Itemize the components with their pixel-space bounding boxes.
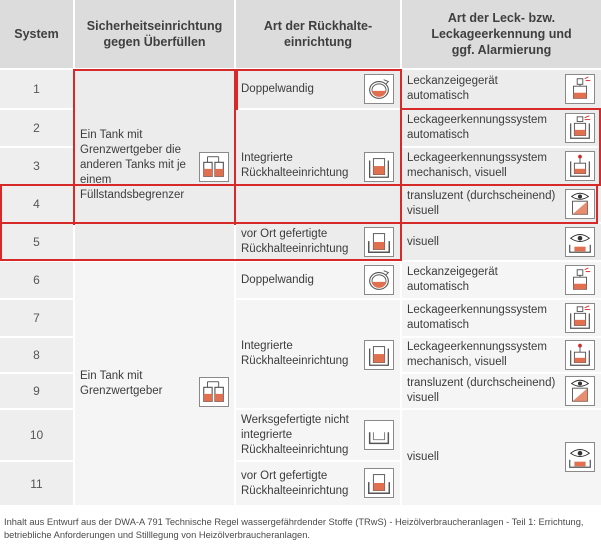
system-cell: 11 [0,462,73,505]
safety-text: Ein Tank mit Grenzwertgeber [80,369,163,397]
header-system-label: System [14,27,59,41]
retention-text: Doppelwandig [241,273,314,286]
system-cell: 8 [0,338,73,372]
footnote: Inhalt aus Entwurf aus der DWA-A 791 Tec… [4,517,584,540]
site-built-tray-icon [364,468,394,498]
system-number: 10 [29,428,44,442]
leak-text: Leckanzeigegerät automatisch [407,266,498,293]
system-cell: 4 [0,186,73,222]
retention-text: Doppelwandig [241,82,314,95]
empty-tray-icon [364,420,394,450]
leak-sensor-icon [565,74,595,104]
eye-translucent-icon [565,376,595,406]
retention-text: Integrierte Rückhalteeinrichtung [241,152,349,179]
leak-text: Leckageerkennungssystem mechanisch, visu… [407,341,547,368]
leak-sensor-icon [565,265,595,295]
leak-text: Leckanzeigegerät automatisch [407,75,498,102]
leak-alarm-icon [565,303,595,333]
header-leak-label: Art der Leck- bzw. Leckageerkennung und … [431,11,572,57]
retention-text: vor Ort gefertigte Rückhalteeinrichtung [241,469,349,497]
system-number: 9 [33,384,40,398]
safety-text: Ein Tank mit Grenzwertgeber die anderen … [80,128,186,201]
system-number: 11 [30,476,43,491]
system-number: 2 [33,121,40,135]
system-cell: 2 [0,110,73,146]
site-built-tray-icon [364,227,394,257]
double-wall-tank-icon [364,265,394,295]
system-number: 8 [33,348,40,362]
float-gauge-icon [565,151,595,181]
system-cell: 3 [0,148,73,184]
system-number: 4 [33,197,40,211]
system-number: 5 [33,235,40,249]
system-number: 7 [33,311,40,325]
system-cell: 10 [0,410,73,460]
two-tanks-icon [199,377,229,407]
header-system: System [0,0,73,68]
double-wall-tank-icon [364,74,394,104]
leak-text: transluzent (durchscheinend) visuell [407,190,556,217]
integrated-tray-icon [364,152,394,182]
two-tanks-icon [199,152,229,182]
retention-table: System Sicherheitseinrichtung gegen Über… [0,0,601,505]
header-retention-label: Art der Rückhalte-einrichtung [263,19,373,49]
system-cell: 7 [0,300,73,336]
system-cell: 6 [0,262,73,298]
system-number: 6 [33,273,40,287]
eye-icon [565,442,595,472]
system-number: 3 [33,159,40,173]
system-cell: 1 [0,70,73,108]
retention-text: Werksgefertigte nicht integrierte Rückha… [241,413,349,456]
retention-text: Integrierte Rückhalteeinrichtung [241,340,349,367]
leak-text: Leckageerkennungssystem mechanisch, visu… [407,152,547,179]
retention-text: vor Ort gefertigte Rückhalteeinrichtung [241,228,349,255]
leak-text: Leckageerkennungssystem automatisch [407,114,547,141]
system-number: 1 [33,82,40,96]
eye-translucent-icon [565,189,595,219]
integrated-tray-icon [364,340,394,370]
leak-text: Leckageerkennungssystem automatisch [407,304,547,331]
header-safety: Sicherheitseinrichtung gegen Überfüllen [75,0,234,68]
leak-alarm-icon [565,113,595,143]
system-cell: 9 [0,374,73,408]
header-leak: Art der Leck- bzw. Leckageerkennung und … [402,0,601,68]
header-retention: Art der Rückhalte-einrichtung [236,0,400,68]
system-cell: 5 [0,224,73,260]
eye-icon [565,227,595,257]
header-safety-label: Sicherheitseinrichtung gegen Überfüllen [86,19,223,49]
leak-text: visuell [407,235,439,248]
leak-text: visuell [407,451,439,463]
float-gauge-icon [565,340,595,370]
leak-text: transluzent (durchscheinend) visuell [407,377,556,404]
